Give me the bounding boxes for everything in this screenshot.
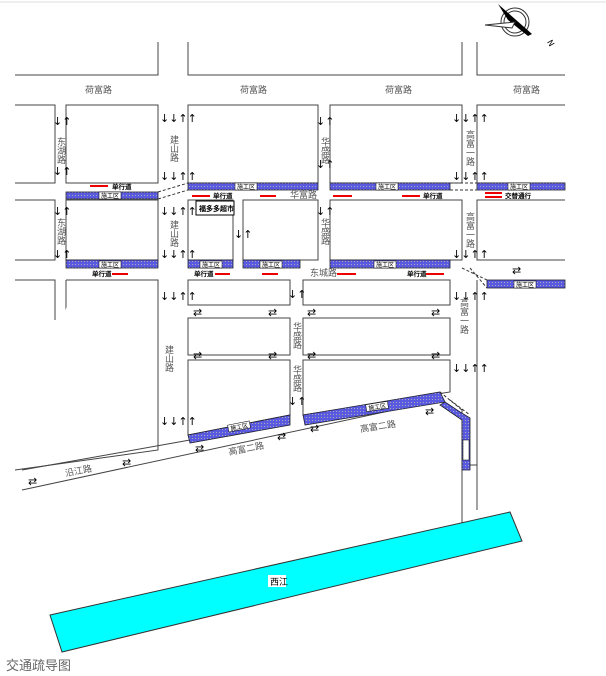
svg-text:华盛路: 华盛路 bbox=[291, 364, 302, 393]
city-blocks bbox=[14, 42, 565, 525]
svg-text:荷富路: 荷富路 bbox=[385, 84, 412, 96]
svg-text:施工区: 施工区 bbox=[262, 261, 280, 269]
svg-text:施工区: 施工区 bbox=[230, 421, 249, 432]
svg-text:荷富路: 荷富路 bbox=[513, 84, 540, 96]
svg-text:交替通行: 交替通行 bbox=[505, 191, 532, 200]
river-xijiang: 西江 bbox=[49, 511, 523, 653]
supermarket-label: 福多多超市 bbox=[195, 200, 235, 216]
svg-text:建山路: 建山路 bbox=[168, 134, 179, 163]
svg-text:施工区: 施工区 bbox=[202, 261, 220, 269]
svg-text:建山路: 建山路 bbox=[163, 344, 174, 373]
one-way-markers: 单行道 单行道 单行道 交替通行 单行道 单行道 单行道 bbox=[90, 182, 532, 278]
svg-text:单行道: 单行道 bbox=[407, 269, 427, 278]
svg-text:施工区: 施工区 bbox=[368, 402, 387, 413]
svg-text:福多多超市: 福多多超市 bbox=[198, 204, 234, 213]
svg-text:高富一路: 高富一路 bbox=[464, 211, 475, 249]
svg-text:西江: 西江 bbox=[270, 577, 288, 588]
svg-text:华富路: 华富路 bbox=[290, 189, 317, 201]
svg-text:高富一路: 高富一路 bbox=[464, 129, 475, 167]
svg-text:施工区: 施工区 bbox=[101, 261, 119, 269]
road-labels: 荷富路 荷富路 荷富路 荷富路 华富路 东城路 高富二路 高富二路 沿江路 东湖… bbox=[55, 84, 540, 479]
svg-text:东湖路: 东湖路 bbox=[55, 217, 66, 246]
svg-text:高富二路: 高富二路 bbox=[227, 439, 265, 458]
north-compass-icon: N bbox=[484, 4, 556, 48]
svg-text:高富二路: 高富二路 bbox=[359, 418, 396, 435]
svg-text:单行道: 单行道 bbox=[194, 269, 214, 278]
svg-text:单行道: 单行道 bbox=[213, 191, 233, 200]
svg-text:建山路: 建山路 bbox=[168, 219, 179, 248]
svg-text:高富一路: 高富一路 bbox=[458, 297, 469, 335]
svg-text:华盛路: 华盛路 bbox=[319, 217, 330, 246]
svg-text:施工区: 施工区 bbox=[237, 183, 255, 191]
svg-text:施工区: 施工区 bbox=[376, 261, 394, 269]
svg-text:东城路: 东城路 bbox=[310, 267, 337, 279]
svg-text:华盛路: 华盛路 bbox=[319, 136, 330, 165]
svg-text:N: N bbox=[545, 38, 556, 48]
svg-text:东湖路: 东湖路 bbox=[55, 136, 66, 165]
svg-text:施工区: 施工区 bbox=[101, 192, 119, 200]
svg-text:华盛路: 华盛路 bbox=[291, 321, 302, 350]
svg-text:沿江路: 沿江路 bbox=[64, 462, 93, 479]
svg-text:施工区: 施工区 bbox=[516, 281, 534, 289]
map-caption: 交通疏导图 bbox=[6, 659, 72, 674]
svg-text:施工区: 施工区 bbox=[510, 183, 528, 191]
svg-text:单行道: 单行道 bbox=[423, 191, 443, 200]
svg-text:荷富路: 荷富路 bbox=[85, 84, 112, 96]
construction-labels: 施工区 施工区 施工区 施工区 施工区 施工区 施工区 施工区 施工区 施工区 … bbox=[98, 182, 537, 461]
svg-text:单行道: 单行道 bbox=[92, 269, 112, 278]
svg-text:荷富路: 荷富路 bbox=[240, 84, 267, 96]
svg-text:单行道: 单行道 bbox=[112, 182, 132, 191]
svg-text:施工区: 施工区 bbox=[378, 183, 396, 191]
